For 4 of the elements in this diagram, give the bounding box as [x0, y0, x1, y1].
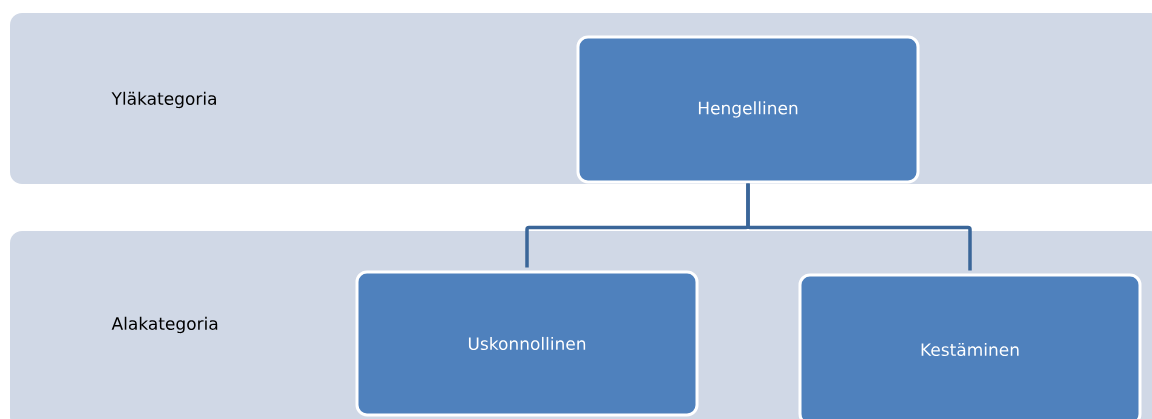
- category-box: Hengellinen: [576, 35, 920, 184]
- category-box: Uskonnollinen: [355, 270, 699, 417]
- connector-line: [746, 183, 972, 271]
- category-box: Kestäminen: [798, 273, 1142, 419]
